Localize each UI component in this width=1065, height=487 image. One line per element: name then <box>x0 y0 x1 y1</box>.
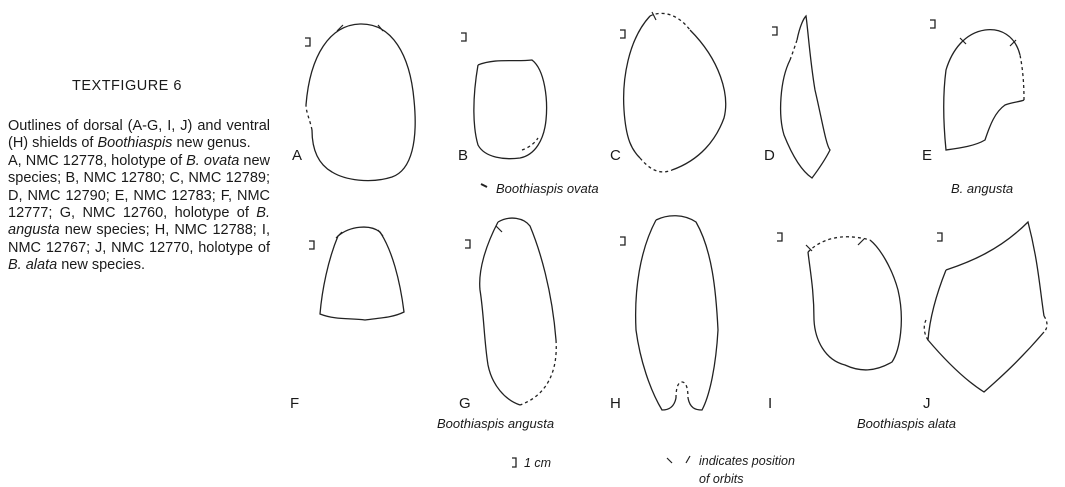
orbit-mark-f-right <box>378 230 383 236</box>
scale-bar-i <box>777 233 782 241</box>
panel-label-d: D <box>764 147 775 164</box>
legend-orbits-line1: indicates position <box>699 454 795 468</box>
panel-a: A <box>292 24 415 181</box>
shield-outline-j <box>928 222 1044 392</box>
species-label-angusta-top: B. angusta <box>951 181 1013 196</box>
panel-f: F <box>290 227 404 412</box>
legend-orbit-mark-left <box>667 458 672 463</box>
shield-outline-g <box>480 218 556 405</box>
shield-outline-d <box>781 16 830 178</box>
shield-outline-e <box>944 30 1024 150</box>
panel-h: H <box>610 216 718 412</box>
legend: 1 cm indicates position of orbits <box>512 454 795 486</box>
caption-dot <box>481 184 487 187</box>
shield-outline-j-gap-left <box>924 320 928 340</box>
scale-bar-a <box>305 38 310 46</box>
panel-g: G <box>459 218 556 412</box>
shield-outline-i <box>808 240 901 370</box>
shield-outline-e-gap <box>1020 55 1024 100</box>
scale-bar-c <box>620 30 625 38</box>
legend-orbits-line2: of orbits <box>699 472 743 486</box>
orbit-mark-c <box>652 12 656 20</box>
shield-outline-d-gap <box>790 40 797 60</box>
panel-label-i: I <box>768 395 772 412</box>
shield-outline-c-gap-top <box>650 13 690 30</box>
legend-scale-bar <box>512 458 516 467</box>
species-label-ovata: Boothiaspis ovata <box>496 181 599 196</box>
scale-bar-e <box>930 20 935 28</box>
panel-label-h: H <box>610 395 621 412</box>
species-label-alata: Boothiaspis alata <box>857 416 956 431</box>
panel-label-j: J <box>923 395 931 412</box>
shield-outline-a-gap <box>306 105 312 130</box>
orbit-mark-g <box>496 226 502 232</box>
scale-bar-f <box>309 241 314 249</box>
shield-outline-f <box>320 227 404 320</box>
panel-label-e: E <box>922 147 932 164</box>
panel-label-a: A <box>292 147 302 164</box>
shield-outline-g-gap <box>520 340 556 405</box>
shield-outline-j-gap <box>1044 316 1047 332</box>
shield-outline-b <box>474 60 547 159</box>
panel-label-g: G <box>459 395 471 412</box>
scale-bar-b <box>461 33 466 41</box>
orbit-mark-f-left <box>336 232 342 238</box>
species-label-angusta: Boothiaspis angusta <box>437 416 554 431</box>
shield-outline-h-notch <box>676 382 688 398</box>
panel-label-c: C <box>610 147 621 164</box>
shield-outline-h <box>636 216 718 410</box>
scale-bar-h <box>620 237 625 245</box>
legend-orbit-mark-right <box>686 456 690 463</box>
panel-e: E <box>922 20 1024 164</box>
panel-c: C <box>610 12 726 172</box>
panel-label-b: B <box>458 147 468 164</box>
panel-label-f: F <box>290 395 299 412</box>
scale-bar-g <box>465 240 470 248</box>
shield-outline-i-gap <box>808 237 870 252</box>
scale-bar-j <box>937 233 942 241</box>
orbit-mark-i-right <box>858 239 864 245</box>
panel-i: I <box>768 233 901 412</box>
panel-j: J <box>923 222 1047 412</box>
shield-outline-c-gap-bottom <box>640 158 672 172</box>
panel-d: D <box>764 16 830 178</box>
shield-outline-a <box>306 24 415 181</box>
shield-outline-c <box>624 16 726 170</box>
scale-bar-d <box>772 27 777 35</box>
panel-b: B <box>458 33 547 164</box>
orbit-mark-i-left <box>806 245 812 251</box>
legend-scale-text: 1 cm <box>524 456 551 470</box>
